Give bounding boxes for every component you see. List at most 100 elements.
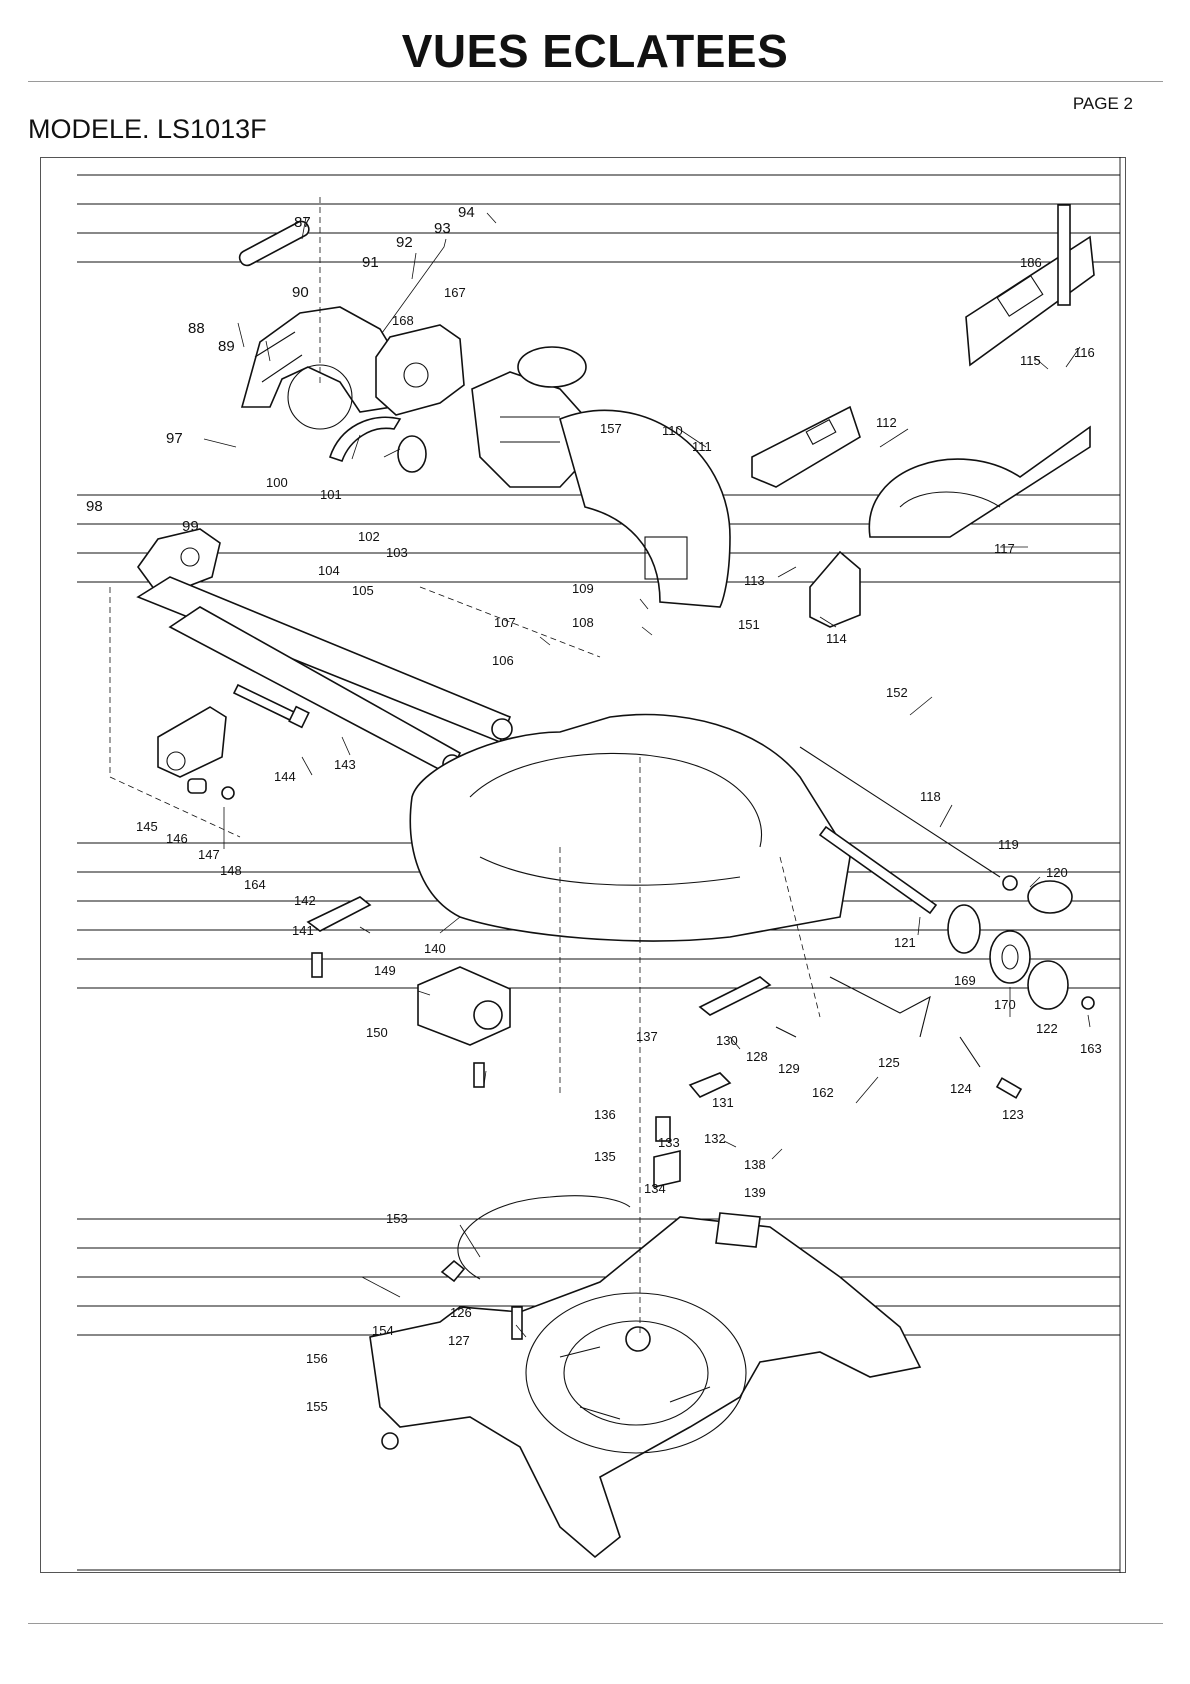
diagram-frame bbox=[40, 157, 1126, 1573]
label-109: 109 bbox=[572, 581, 594, 596]
page-title: VUES ECLATEES bbox=[401, 25, 789, 77]
label-126: 126 bbox=[450, 1305, 472, 1320]
label-134: 134 bbox=[644, 1181, 666, 1196]
label-157: 157 bbox=[600, 421, 622, 436]
assembly-lines bbox=[109, 197, 821, 1337]
label-89: 89 bbox=[218, 338, 235, 355]
exploded-view-diagram: 87 88 89 90 91 92 93 94 167 168 97 100 1… bbox=[77, 157, 1121, 1573]
label-115: 115 bbox=[1020, 353, 1041, 368]
part-130-bracket bbox=[698, 976, 797, 1038]
label-98: 98 bbox=[86, 498, 103, 515]
label-143: 143 bbox=[334, 757, 356, 772]
part-base bbox=[369, 1212, 922, 1559]
label-155: 155 bbox=[306, 1399, 328, 1414]
part-hinge-bracket bbox=[375, 324, 465, 416]
label-124: 124 bbox=[950, 1081, 972, 1096]
label-102: 102 bbox=[358, 529, 380, 544]
label-169: 169 bbox=[954, 973, 976, 988]
part-169-170-plates bbox=[947, 904, 1031, 984]
label-94: 94 bbox=[458, 204, 475, 221]
label-132: 132 bbox=[704, 1131, 726, 1146]
label-142: 142 bbox=[294, 893, 316, 908]
label-136: 136 bbox=[594, 1107, 616, 1122]
part-120-knob bbox=[1002, 875, 1073, 914]
part-118-lead-screw bbox=[799, 746, 1001, 878]
part-140-turntable bbox=[409, 713, 851, 942]
label-152: 152 bbox=[886, 685, 908, 700]
part-143-slide-rods bbox=[136, 576, 513, 777]
part-100-guard-arm bbox=[328, 416, 427, 473]
part-122-163-knob bbox=[1027, 960, 1095, 1010]
label-137: 137 bbox=[636, 1029, 658, 1044]
label-148: 148 bbox=[220, 863, 242, 878]
leader-lines bbox=[203, 212, 1091, 1338]
part-142-141-clamp bbox=[306, 896, 372, 978]
part-186-plate bbox=[965, 204, 1095, 367]
label-167: 167 bbox=[444, 285, 466, 300]
label-114: 114 bbox=[826, 631, 847, 646]
label-150: 150 bbox=[366, 1025, 388, 1040]
label-100: 100 bbox=[266, 475, 288, 490]
label-128: 128 bbox=[746, 1049, 768, 1064]
label-146: 146 bbox=[166, 831, 188, 846]
label-104: 104 bbox=[318, 563, 340, 578]
part-121-rod bbox=[818, 825, 938, 915]
label-153: 153 bbox=[386, 1211, 408, 1226]
page-number: PAGE 2 bbox=[1072, 94, 1133, 113]
part-149-150-clamp bbox=[417, 966, 511, 1088]
label-120: 120 bbox=[1046, 865, 1068, 880]
label-118: 118 bbox=[920, 789, 941, 804]
label-139: 139 bbox=[744, 1185, 766, 1200]
label-113: 113 bbox=[744, 573, 765, 588]
label-92: 92 bbox=[396, 234, 413, 251]
label-164: 164 bbox=[244, 877, 266, 892]
label-135: 135 bbox=[594, 1149, 616, 1164]
label-105: 105 bbox=[352, 583, 374, 598]
label-154: 154 bbox=[372, 1323, 394, 1338]
label-112: 112 bbox=[876, 415, 897, 430]
label-103: 103 bbox=[386, 545, 408, 560]
label-133: 133 bbox=[658, 1135, 680, 1150]
label-123: 123 bbox=[1002, 1107, 1024, 1122]
header-rule bbox=[28, 81, 1163, 82]
label-91: 91 bbox=[362, 254, 379, 271]
label-145: 145 bbox=[136, 819, 158, 834]
part-117-guard bbox=[868, 425, 1091, 538]
label-108: 108 bbox=[572, 615, 594, 630]
label-107: 107 bbox=[494, 615, 516, 630]
part-87-rod bbox=[238, 220, 310, 267]
label-127: 127 bbox=[448, 1333, 470, 1348]
label-119: 119 bbox=[998, 837, 1019, 852]
label-90: 90 bbox=[292, 284, 309, 301]
label-168: 168 bbox=[392, 313, 414, 328]
part-154-155-feet bbox=[381, 1259, 523, 1450]
part-motor-housing bbox=[471, 346, 589, 488]
label-170: 170 bbox=[994, 997, 1016, 1012]
label-186: 186 bbox=[1020, 255, 1042, 270]
label-116: 116 bbox=[1074, 345, 1095, 360]
label-87: 87 bbox=[294, 214, 311, 231]
label-97: 97 bbox=[166, 430, 183, 447]
label-111: 111 bbox=[692, 439, 712, 454]
part-144-bolt bbox=[232, 683, 310, 729]
part-labels: 87 88 89 90 91 92 93 94 167 168 97 100 1… bbox=[86, 204, 1102, 1414]
label-141: 141 bbox=[292, 923, 314, 938]
label-130: 130 bbox=[716, 1033, 738, 1048]
footer-rule bbox=[28, 1623, 1163, 1624]
part-131-135-small-parts bbox=[653, 1072, 732, 1189]
label-106: 106 bbox=[492, 653, 514, 668]
part-112-bracket bbox=[751, 405, 861, 488]
label-149: 149 bbox=[374, 963, 396, 978]
label-163: 163 bbox=[1080, 1041, 1102, 1056]
label-129: 129 bbox=[778, 1061, 800, 1076]
label-88: 88 bbox=[188, 320, 205, 337]
label-156: 156 bbox=[306, 1351, 328, 1366]
label-125: 125 bbox=[878, 1055, 900, 1070]
part-base-bracket-113 bbox=[809, 550, 861, 628]
part-146-holder bbox=[157, 706, 235, 800]
label-110: 110 bbox=[662, 423, 683, 438]
label-140: 140 bbox=[424, 941, 446, 956]
part-125-spring-rod bbox=[829, 976, 1023, 1099]
label-138: 138 bbox=[744, 1157, 766, 1172]
label-99: 99 bbox=[182, 518, 199, 535]
